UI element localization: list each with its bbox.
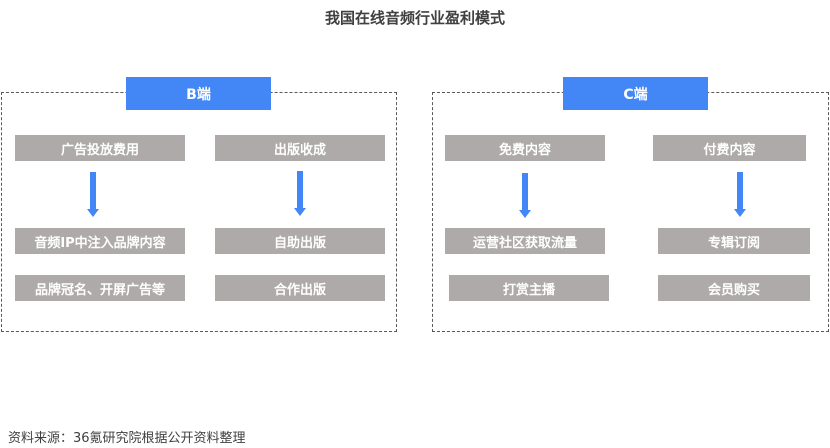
b-side-header: B端: [126, 77, 271, 110]
node-membership: 会员购买: [658, 275, 810, 301]
arrow-down-icon: [87, 172, 99, 217]
node-paid-content: 付费内容: [653, 135, 806, 161]
diagram-title: 我国在线音频行业盈利模式: [324, 9, 505, 27]
node-self-publishing: 自助出版: [215, 228, 385, 254]
arrow-down-icon: [519, 173, 531, 218]
node-album-subscription: 专辑订阅: [658, 228, 810, 254]
node-community-traffic: 运营社区获取流量: [445, 228, 605, 254]
node-ad-fee: 广告投放费用: [15, 135, 185, 161]
node-brand-sponsor: 品牌冠名、开屏广告等: [15, 275, 185, 301]
node-brand-content: 音频IP中注入品牌内容: [15, 228, 185, 254]
node-publishing-income: 出版收成: [215, 135, 385, 161]
arrow-down-icon: [294, 171, 306, 216]
source-note: 资料来源：36氪研究院根据公开资料整理: [8, 431, 246, 446]
node-free-content: 免费内容: [445, 135, 605, 161]
node-tip-host: 打赏主播: [449, 275, 609, 301]
arrow-down-icon: [734, 172, 746, 217]
node-co-publishing: 合作出版: [215, 275, 385, 301]
c-side-header: C端: [563, 77, 708, 110]
